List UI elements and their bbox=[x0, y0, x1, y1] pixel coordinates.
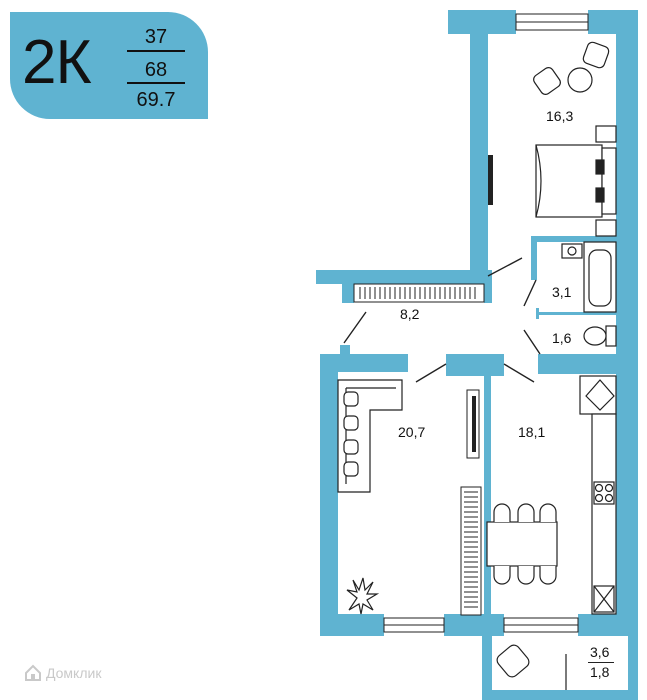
sofa-cushion bbox=[343, 391, 359, 407]
wall bbox=[578, 614, 638, 636]
balcony-reduced-area-label: 1,8 bbox=[590, 664, 610, 680]
door bbox=[503, 363, 535, 383]
wall bbox=[538, 354, 618, 374]
wall bbox=[482, 690, 638, 700]
door bbox=[523, 329, 541, 355]
wall bbox=[320, 354, 338, 636]
bathroom-area-label: 3,1 bbox=[552, 284, 572, 300]
wall bbox=[536, 308, 539, 319]
wall bbox=[316, 270, 490, 284]
balcony-chair bbox=[496, 644, 530, 678]
wall bbox=[470, 10, 488, 272]
plant bbox=[346, 577, 380, 615]
door bbox=[343, 311, 367, 344]
wall bbox=[616, 10, 638, 626]
wall bbox=[482, 626, 492, 700]
wall bbox=[444, 614, 504, 636]
walls bbox=[316, 10, 638, 700]
windows bbox=[383, 13, 589, 633]
wall bbox=[320, 614, 384, 636]
wall bbox=[484, 370, 491, 628]
toilet-bowl bbox=[583, 325, 617, 347]
bedroom-area-label: 16,3 bbox=[546, 108, 574, 124]
bedroom-tv bbox=[488, 155, 493, 205]
apartment-type: 2К bbox=[22, 28, 92, 97]
living-area-value: 37 bbox=[144, 26, 168, 48]
kitchen-area-label: 18,1 bbox=[518, 424, 546, 440]
wall bbox=[531, 236, 537, 280]
bed bbox=[535, 125, 617, 237]
sink bbox=[561, 243, 583, 259]
door bbox=[487, 257, 523, 277]
toilet-area-label: 1,6 bbox=[552, 330, 572, 346]
wall bbox=[340, 345, 350, 357]
wall bbox=[536, 312, 616, 315]
total-area-value: 69.7 bbox=[136, 89, 176, 111]
wall bbox=[446, 354, 504, 376]
hall-area-label: 8,2 bbox=[400, 306, 420, 322]
sofa bbox=[337, 379, 403, 493]
kitchen-area-value: 68 bbox=[144, 59, 168, 81]
hall-wardrobe bbox=[353, 283, 485, 303]
area-badge: 2К 37 68 69.7 bbox=[10, 12, 208, 119]
sofa-cushion bbox=[343, 415, 359, 431]
badge-divider bbox=[127, 50, 185, 52]
house-icon bbox=[25, 664, 41, 681]
tv bbox=[472, 396, 476, 452]
wall bbox=[531, 236, 617, 242]
kitchen-wardrobe bbox=[460, 486, 482, 616]
kitchen-counter bbox=[579, 375, 617, 615]
sofa-cushion bbox=[343, 461, 359, 477]
bathtub bbox=[583, 241, 617, 313]
balcony-total-area-label: 3,6 bbox=[590, 644, 610, 660]
dining-set bbox=[486, 503, 558, 585]
sofa-cushion bbox=[343, 439, 359, 455]
wall bbox=[628, 626, 638, 700]
badge-divider bbox=[127, 82, 185, 84]
door bbox=[415, 363, 447, 383]
wall bbox=[320, 354, 408, 372]
watermark: Домклик bbox=[24, 664, 101, 682]
doors bbox=[343, 257, 541, 383]
balcony-divider-line bbox=[588, 662, 614, 663]
living-room-area-label: 20,7 bbox=[398, 424, 426, 440]
watermark-text: Домклик bbox=[46, 665, 102, 681]
door bbox=[523, 279, 537, 307]
bedroom-chairs bbox=[533, 41, 610, 95]
wall bbox=[484, 270, 492, 303]
wall bbox=[342, 270, 354, 303]
